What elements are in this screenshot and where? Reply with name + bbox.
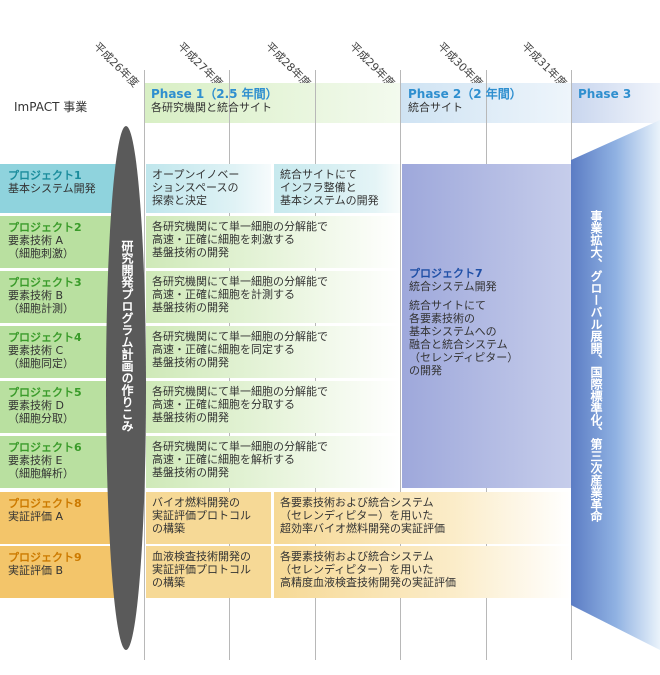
program-ellipse <box>106 126 146 650</box>
phase3-header: Phase 3 <box>578 87 631 101</box>
p9-protocol-box: 血液検査技術開発の 実証評価プロトコル の構築 <box>146 546 271 598</box>
project-title: プロジェクト4 <box>8 331 82 344</box>
p7-body: 統合サイトにて 各要素技術の 基本システムへの 融合と統合システム （セレンディ… <box>409 299 519 377</box>
p4-box: 各研究機関にて単一細胞の分解能で 高速・正確に細胞を同定する 基盤技術の開発 <box>146 326 400 378</box>
p8-eval-box: 各要素技術および統合システム （セレンディピター）を用いた 超効率バイオ燃料開発… <box>274 492 571 544</box>
program-label: 研究開発プログラム計画の作りこみ <box>120 240 134 432</box>
project-desc: 要素技術 B <box>8 289 64 302</box>
project-title: プロジェクト6 <box>8 441 82 454</box>
project-title: プロジェクト9 <box>8 551 82 564</box>
p8-protocol-box: バイオ燃料開発の 実証評価プロトコル の構築 <box>146 492 271 544</box>
project-title: プロジェクト2 <box>8 221 82 234</box>
project-desc: （細胞同定） <box>8 357 74 370</box>
project-title: プロジェクト1 <box>8 169 82 182</box>
project-desc: 実証評価 B <box>8 564 64 577</box>
project-desc: （細胞刺激） <box>8 247 74 260</box>
p7-sub: 統合システム開発 <box>409 280 497 293</box>
project-desc: 要素技術 E <box>8 454 63 467</box>
phase3-text: 事業拡大、グローバル展開、国際標準化、第三次産業革命 <box>589 210 603 522</box>
phase3-title: Phase 3 <box>578 87 632 101</box>
project-label-9: プロジェクト9 実証評価 B <box>0 546 130 598</box>
project-desc: 要素技術 C <box>8 344 64 357</box>
p7-content: プロジェクト7 統合システム開発 統合サイトにて 各要素技術の 基本システムへの… <box>409 267 569 377</box>
phase3-funnel <box>571 120 660 650</box>
p3-box: 各研究機関にて単一細胞の分解能で 高速・正確に細胞を計測する 基盤技術の開発 <box>146 271 400 323</box>
phase1-header: Phase 1（2.5 年間） 各研究機関と統合サイト <box>151 87 278 115</box>
project-title: プロジェクト5 <box>8 386 82 399</box>
phase2-sub: 統合サイト <box>408 101 463 114</box>
project-desc: （細胞解析） <box>8 467 74 480</box>
p5-box: 各研究機関にて単一細胞の分解能で 高速・正確に細胞を分取する 基盤技術の開発 <box>146 381 400 433</box>
p9-eval-box: 各要素技術および統合システム （セレンディピター）を用いた 高精度血液検査技術開… <box>274 546 571 598</box>
p7-title: プロジェクト7 <box>409 267 483 280</box>
phase1-band <box>145 83 400 123</box>
phase2-header: Phase 2（2 年間） 統合サイト <box>408 87 522 115</box>
p6-box: 各研究機関にて単一細胞の分解能で 高速・正確に細胞を解析する 基盤技術の開発 <box>146 436 400 488</box>
project-desc: 要素技術 A <box>8 234 64 247</box>
project-desc: 基本システム開発 <box>8 182 96 195</box>
p1-explore-box: オープンイノベー ションスペースの 探索と決定 <box>146 164 271 213</box>
project-desc: 実証評価 A <box>8 510 64 523</box>
project-label-1: プロジェクト1 基本システム開発 <box>0 164 130 213</box>
impact-label: ImPACT 事業 <box>14 100 88 114</box>
project-desc: 要素技術 D <box>8 399 64 412</box>
p1-infra-box: 統合サイトにて インフラ整備と 基本システムの開発 <box>274 164 400 213</box>
project-desc: （細胞分取） <box>8 412 74 425</box>
project-title: プロジェクト8 <box>8 497 82 510</box>
phase2-title: Phase 2（2 年間） <box>408 87 522 101</box>
project-title: プロジェクト3 <box>8 276 82 289</box>
p2-box: 各研究機関にて単一細胞の分解能で 高速・正確に細胞を刺激する 基盤技術の開発 <box>146 216 400 268</box>
phase1-sub: 各研究機関と統合サイト <box>151 101 272 114</box>
year-label-h26: 平成26年度 <box>91 39 142 90</box>
project-desc: （細胞計測） <box>8 302 74 315</box>
year-line <box>400 70 401 660</box>
p7-box <box>402 164 571 488</box>
phase1-title: Phase 1（2.5 年間） <box>151 87 278 101</box>
phase3-band <box>572 83 660 123</box>
